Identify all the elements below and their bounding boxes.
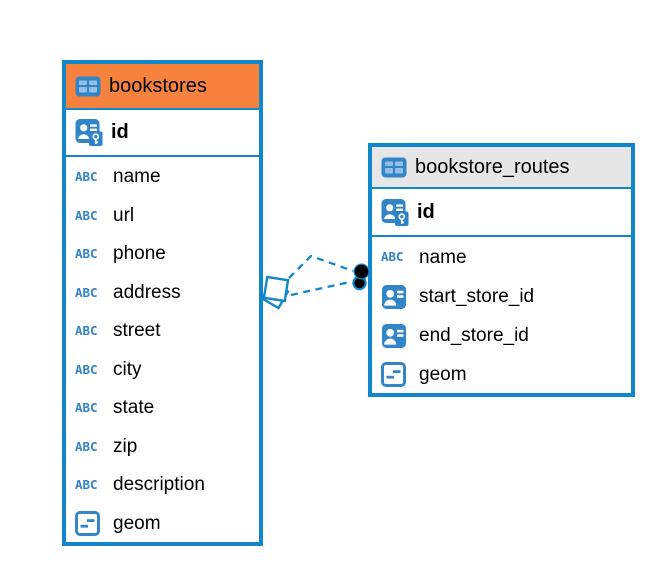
column-name: street bbox=[113, 320, 161, 342]
text-abc-icon: ABC bbox=[75, 169, 98, 184]
column-name: description bbox=[113, 474, 205, 496]
column-name: end_store_id bbox=[419, 324, 529, 346]
table-icon bbox=[381, 157, 407, 178]
column-row-state[interactable]: ABC state bbox=[66, 389, 259, 428]
text-abc-icon: ABC bbox=[75, 477, 98, 492]
text-abc-icon: ABC bbox=[75, 207, 98, 223]
column-row-end_store_id[interactable]: end_store_id bbox=[372, 316, 631, 355]
column-row-url[interactable]: ABC url bbox=[66, 197, 259, 236]
text-abc-icon: ABC bbox=[75, 284, 98, 300]
column-name: geom bbox=[419, 363, 467, 385]
column-row-geom[interactable]: geom bbox=[66, 505, 259, 544]
column-name: state bbox=[113, 397, 155, 419]
column-name: phone bbox=[113, 243, 166, 265]
column-name: name bbox=[419, 246, 467, 268]
geometry-icon bbox=[75, 511, 105, 537]
primary-key-row[interactable]: id bbox=[66, 110, 259, 157]
relationship-line[interactable] bbox=[288, 254, 354, 297]
text-abc-icon: ABC bbox=[75, 361, 98, 377]
text-abc-icon: ABC bbox=[75, 438, 98, 454]
column-name: url bbox=[113, 204, 135, 226]
column-row-phone[interactable]: ABC phone bbox=[66, 235, 259, 274]
primary-key-name: id bbox=[111, 121, 129, 143]
column-row-start_store_id[interactable]: start_store_id bbox=[372, 277, 631, 316]
foreign-key-icon bbox=[381, 323, 411, 349]
text-abc-icon: ABC bbox=[75, 323, 98, 338]
table-header-bookstore-routes[interactable]: bookstore_routes bbox=[372, 147, 631, 189]
column-row-geom[interactable]: geom bbox=[372, 355, 631, 394]
column-name: start_store_id bbox=[419, 285, 535, 307]
text-abc-icon: ABC bbox=[75, 400, 98, 415]
column-row-name[interactable]: ABC name bbox=[66, 158, 259, 197]
primary-key-name: id bbox=[417, 200, 435, 223]
table-title: bookstore_routes bbox=[415, 155, 570, 178]
foreign-key-icon bbox=[381, 284, 411, 310]
relationship-dot-marker[interactable] bbox=[352, 263, 370, 291]
column-name: name bbox=[113, 166, 161, 188]
column-row-address[interactable]: ABC address bbox=[66, 274, 259, 313]
column-name: geom bbox=[113, 512, 161, 534]
column-row-zip[interactable]: ABC zip bbox=[66, 428, 259, 467]
table-icon bbox=[75, 76, 101, 97]
column-row-city[interactable]: ABC city bbox=[66, 351, 259, 390]
table-bookstore-routes[interactable]: bookstore_routes id ABC name start_store_i… bbox=[368, 143, 635, 397]
text-abc-icon: ABC bbox=[75, 246, 98, 261]
relationship-squares-marker[interactable] bbox=[260, 275, 290, 310]
text-abc-icon: ABC bbox=[381, 249, 404, 265]
column-row-description[interactable]: ABC description bbox=[66, 466, 259, 505]
column-name: address bbox=[113, 281, 181, 303]
geometry-icon bbox=[381, 362, 411, 387]
column-row-street[interactable]: ABC street bbox=[66, 312, 259, 351]
primary-key-icon bbox=[75, 118, 103, 147]
column-row-name[interactable]: ABC name bbox=[372, 238, 631, 277]
table-title: bookstores bbox=[109, 74, 207, 97]
table-header-bookstores[interactable]: bookstores bbox=[66, 64, 259, 110]
column-name: city bbox=[113, 358, 142, 380]
primary-key-icon bbox=[381, 198, 409, 227]
primary-key-row[interactable]: id bbox=[372, 189, 631, 237]
column-name: zip bbox=[113, 435, 138, 457]
